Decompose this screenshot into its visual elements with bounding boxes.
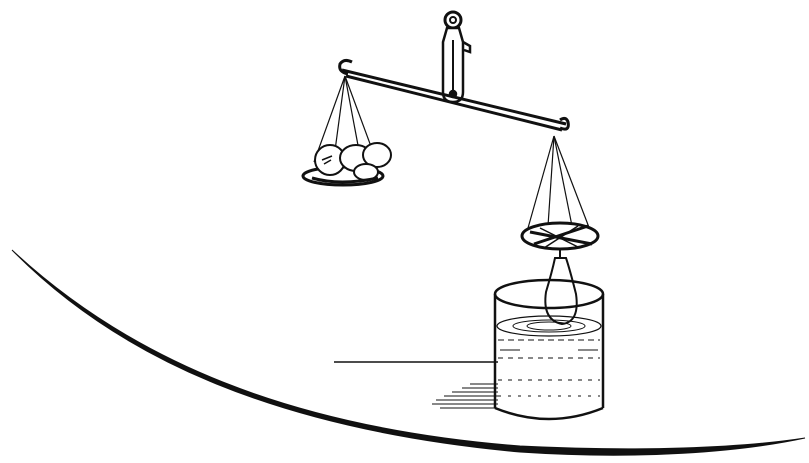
ring-icon bbox=[443, 10, 463, 30]
handle-icon bbox=[441, 26, 472, 104]
right-pan-strings bbox=[527, 135, 591, 231]
decorative-swoosh bbox=[11, 249, 806, 456]
left-pan-with-fruit bbox=[301, 142, 392, 187]
beaker-shadow bbox=[432, 383, 498, 409]
beam-icon bbox=[338, 58, 570, 132]
beaker-icon bbox=[493, 278, 605, 421]
